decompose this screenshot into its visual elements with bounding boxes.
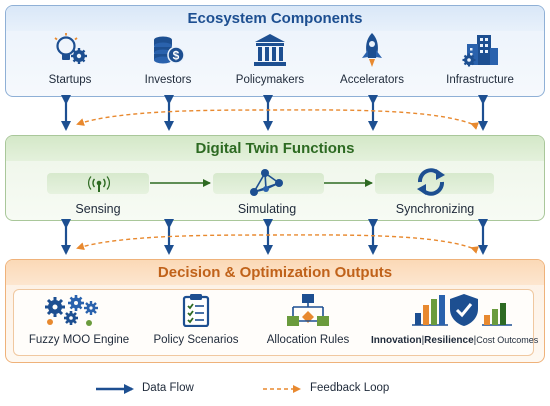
decision-items-box (13, 289, 534, 356)
eco-item-startups: Startups (22, 30, 118, 92)
outcome-separator: | (473, 335, 477, 346)
eco-item-investors: $ Investors (120, 30, 216, 92)
sensing-label: Sensing (75, 202, 121, 216)
decision-title: Decision & Optimization Outputs (6, 260, 544, 285)
legend-feedback-loop-label: Feedback Loop (310, 382, 390, 394)
flowchart-icon (287, 294, 329, 326)
innovation-label: Innovation (371, 335, 422, 346)
synchronizing-label: Synchronizing (395, 202, 475, 216)
eco-label: Investors (144, 74, 192, 86)
eco-item-accelerators: Accelerators (324, 30, 420, 92)
simulating-label: Simulating (237, 202, 297, 216)
outcomes-label: Innovation|Resilience|Cost Outcomes (371, 335, 538, 346)
ecosystem-panel: Ecosystem Components (5, 5, 545, 97)
fuzzy-moo-engine-label: Fuzzy MOO Engine (28, 334, 130, 346)
network-nodes-icon (250, 169, 283, 196)
coin-stack-icon: $ (154, 36, 185, 64)
eco-label: Policymakers (235, 74, 305, 86)
eco-label: Accelerators (340, 74, 404, 86)
government-building-icon (254, 34, 286, 66)
svg-text:$: $ (173, 49, 180, 63)
eco-item-infrastructure: Infrastructure (432, 30, 528, 92)
eco-item-policymakers: Policymakers (222, 30, 318, 92)
resilience-label: Resilience (424, 335, 474, 346)
feedback-loop-top (76, 109, 480, 130)
sync-arrows-icon (417, 168, 445, 196)
bar-chart-shield-icon (412, 294, 512, 326)
simulating-pill (213, 173, 324, 194)
synchronizing-pill (375, 173, 494, 194)
cost-outcomes-label: Cost Outcomes (476, 335, 539, 345)
policy-scenarios-label: Policy Scenarios (153, 334, 239, 346)
digital-twin-title: Digital Twin Functions (6, 136, 544, 161)
sensor-signal-icon (88, 176, 110, 192)
ecosystem-title: Ecosystem Components (6, 6, 544, 31)
rocket-icon (362, 33, 382, 67)
clipboard-checklist-icon (182, 294, 210, 327)
allocation-rules-label: Allocation Rules (266, 334, 350, 346)
lightbulb-gear-icon (54, 33, 87, 64)
eco-label: Startups (48, 74, 92, 86)
legend-data-flow-label: Data Flow (142, 382, 194, 394)
gears-icon (45, 295, 98, 326)
outcome-separator: | (421, 335, 425, 346)
eco-label: Infrastructure (446, 74, 514, 86)
city-buildings-gear-icon (462, 35, 498, 67)
feedback-loop-bottom (76, 234, 479, 254)
